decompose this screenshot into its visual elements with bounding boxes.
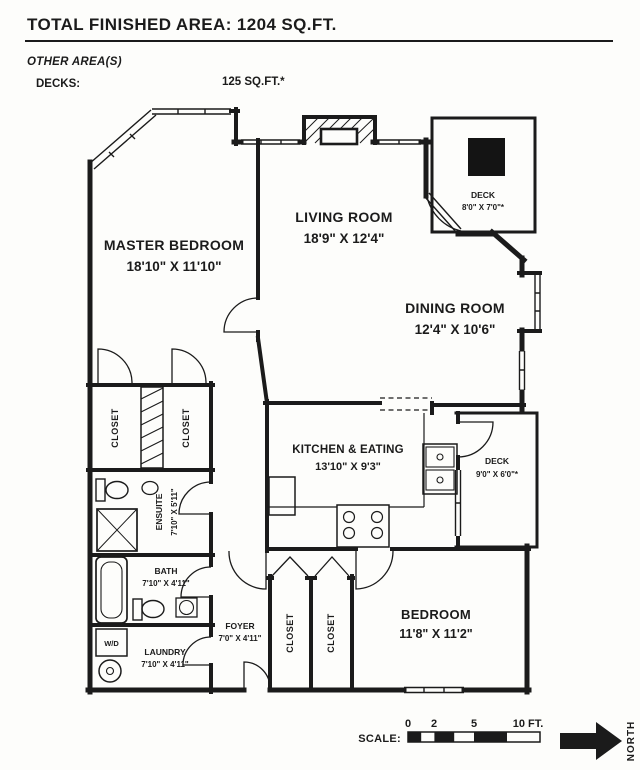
bath-fixtures (95, 556, 198, 624)
deck-lower-label: DECK (485, 456, 510, 466)
scale-label: SCALE: (358, 733, 401, 745)
master-closet-right-door (171, 348, 207, 384)
laundry-door (182, 636, 212, 666)
deck-lower-outline (454, 411, 539, 549)
deck-upper-outline (430, 116, 537, 234)
scale-tick-10: 10 FT. (513, 718, 544, 730)
master-bedroom-label: MASTER BEDROOM (104, 237, 244, 253)
master-closet-left-label: CLOSET (110, 408, 120, 448)
total-area-title: TOTAL FINISHED AREA: 1204 SQ.FT. (27, 15, 337, 34)
scale-bar: SCALE: 0 2 5 10 FT. (358, 718, 543, 745)
ensuite-sink (141, 480, 159, 496)
decks-label: DECKS: (36, 78, 80, 90)
stove (336, 504, 390, 548)
kitchen-fixtures (267, 397, 458, 548)
bathtub (95, 556, 128, 624)
ensuite-door (178, 481, 212, 515)
living-room-label: LIVING ROOM (295, 209, 392, 225)
dining-room-label: DINING ROOM (405, 300, 505, 316)
ensuite-label: ENSUITE (154, 493, 164, 530)
counter-edges (267, 413, 425, 508)
washer-dryer-box (95, 628, 128, 657)
living-room-dims: 18'9" X 12'4" (304, 231, 385, 246)
foyer-label: FOYER (225, 621, 254, 631)
deck-upper-door-swing (426, 196, 462, 232)
firebox (319, 127, 359, 146)
ensuite-dims: 7'10" X 5'11" (170, 488, 179, 536)
foyer-dims: 7'0" X 4'11" (219, 634, 262, 643)
scale-tick-0: 0 (405, 718, 411, 730)
other-areas-label: OTHER AREA(S) (27, 56, 122, 68)
kitchen-label: KITCHEN & EATING (292, 444, 404, 456)
hall-closet-right-label: CLOSET (326, 613, 336, 653)
kitchen-sink (422, 443, 458, 495)
bath-label: BATH (155, 566, 178, 576)
decks-value: 125 SQ.FT.* (222, 76, 285, 88)
bath-door (180, 566, 212, 598)
bath-toilet (132, 598, 165, 621)
washer-dryer-label: W/D (104, 639, 119, 648)
hall-closet-left-bifold (271, 556, 309, 577)
north-indicator: NORTH (560, 721, 637, 762)
bath-sink (175, 597, 198, 618)
master-bedroom-dims: 18'10" X 11'10" (126, 259, 221, 274)
bedroom-door (355, 550, 394, 590)
windows (88, 108, 541, 694)
bedroom-dims: 11'8" X 11'2" (399, 627, 472, 641)
ensuite-fixtures (95, 478, 159, 552)
deck-upper-planter (468, 138, 505, 176)
deck-upper-label: DECK (471, 190, 496, 200)
deck-upper-dims: 8'0" X 7'0"* (462, 203, 505, 212)
scale-tick-2: 2 (431, 718, 437, 730)
kitchen-dims: 13'10" X 9'3" (315, 461, 381, 473)
kitchen-door (228, 550, 267, 590)
dining-room-dims: 12'4" X 10'6" (415, 322, 496, 337)
deck-lower-door (457, 421, 494, 458)
bath-dims: 7'10" X 4'11" (142, 579, 190, 588)
north-label: NORTH (626, 721, 637, 762)
exterior-walls-medium (229, 107, 542, 333)
ensuite-toilet (95, 478, 129, 502)
entry-door (243, 661, 271, 689)
master-closet-left-door (97, 348, 133, 384)
laundry-fixtures (95, 628, 128, 683)
fireplace (302, 115, 377, 146)
laundry-label: LAUNDRY (144, 647, 186, 657)
header: TOTAL FINISHED AREA: 1204 SQ.FT. OTHER A… (25, 15, 613, 90)
hall-closet-left-label: CLOSET (285, 613, 295, 653)
bedroom-label: BEDROOM (401, 607, 471, 622)
hall-closet-right-bifold (314, 556, 350, 577)
fridge (268, 476, 296, 516)
doors (97, 196, 494, 689)
deck-lower-dims: 9'0" X 6'0"* (476, 470, 519, 479)
room-labels: MASTER BEDROOM 18'10" X 11'10" LIVING RO… (104, 190, 519, 669)
laundry-dims: 7'10" X 4'11" (141, 660, 189, 669)
north-arrow-icon (560, 722, 622, 760)
closet-chase-hatch (140, 386, 164, 469)
laundry-tub (98, 659, 122, 683)
master-bedroom-door (223, 297, 259, 333)
shower (96, 508, 138, 552)
upper-cabinets-dashed (380, 397, 432, 411)
master-closet-right-label: CLOSET (181, 408, 191, 448)
scale-tick-5: 5 (471, 718, 477, 730)
